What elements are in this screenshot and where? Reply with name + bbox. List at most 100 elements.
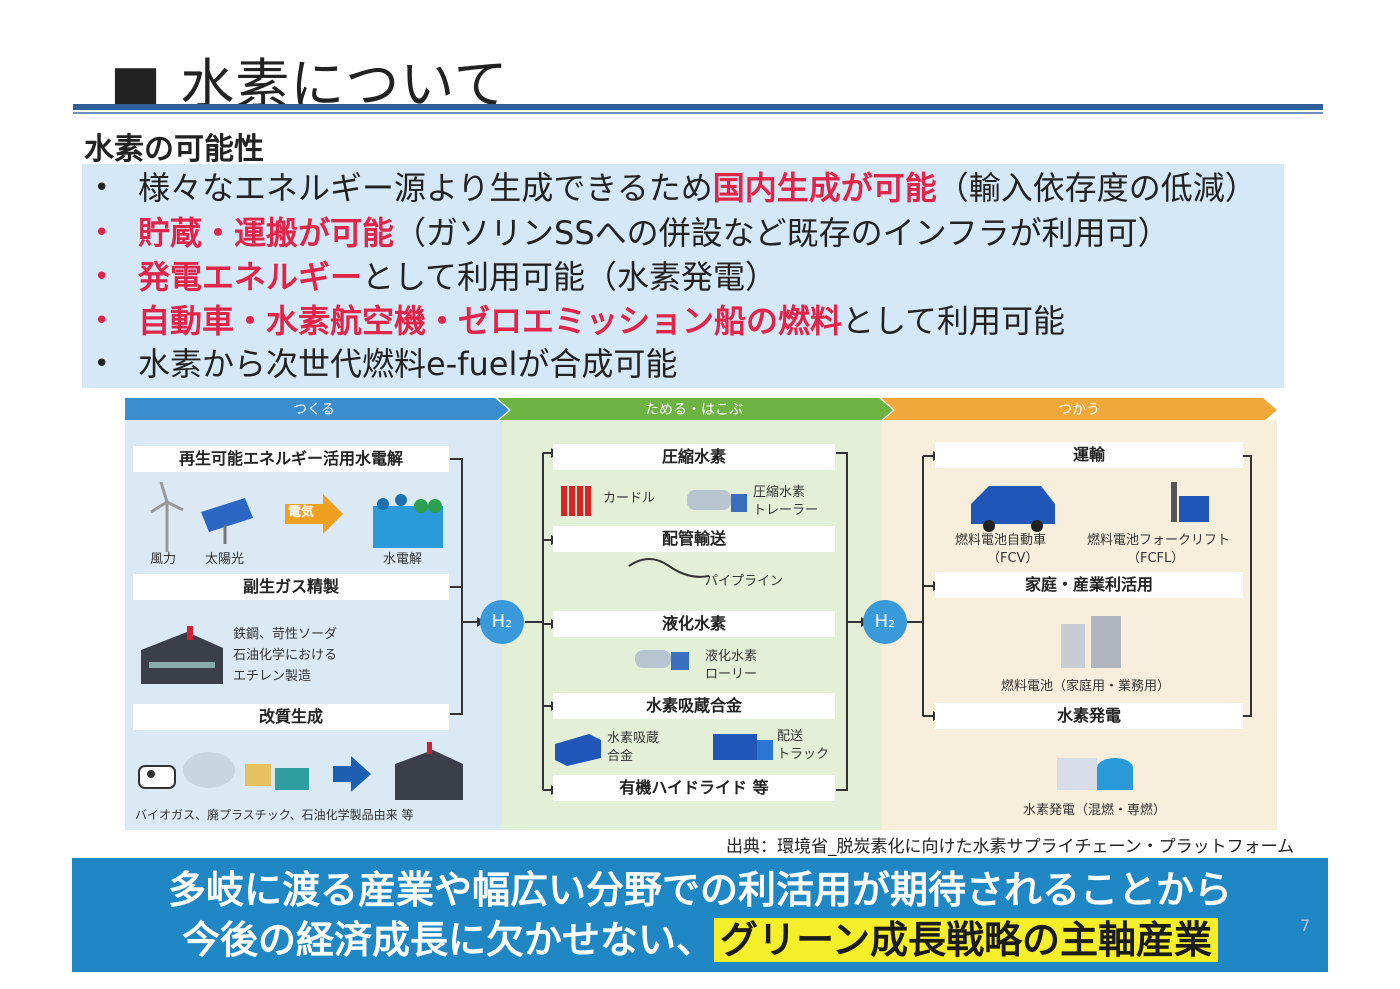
box-hydrogen-alloy: 水素吸蔵合金 xyxy=(553,693,835,719)
bullet-text: 様々なエネルギー源より生成できるため xyxy=(138,169,713,207)
bullet-mark: • xyxy=(94,173,110,203)
tanker-lorry-icon xyxy=(635,650,689,670)
bullet-highlight: 貯蔵・運搬が可能 xyxy=(138,214,395,252)
arrow-right-icon xyxy=(333,756,371,792)
label-truck-2: トラック xyxy=(777,747,830,762)
bullet-text: 水素から次世代燃料e-fuelが合成可能 xyxy=(138,345,678,383)
phase-arrow-make xyxy=(125,398,509,422)
banner-line-2: 今後の経済成長に欠かせない、グリーン成長戦略の主軸産業 xyxy=(72,916,1328,964)
label-trailer-2: トレーラー xyxy=(753,503,819,518)
electricity-arrow-icon xyxy=(285,494,343,534)
label-fuel-cell: 燃料電池（家庭用・業務用） xyxy=(1001,679,1171,694)
label-wind: 風力 xyxy=(150,552,177,567)
banner-line-1: 多岐に渡る産業や幅広い分野での利活用が期待されることから xyxy=(167,868,1232,912)
box-transport: 運輸 xyxy=(935,442,1243,468)
truck-icon xyxy=(275,768,309,790)
box-compressed-hydrogen: 圧縮水素 xyxy=(553,444,835,470)
h2-badge-make: H₂ xyxy=(480,600,524,644)
label-lorry-2: ローリー xyxy=(705,667,758,682)
bullet-highlight: 発電エネルギー xyxy=(138,258,363,296)
alloy-illustration xyxy=(555,734,773,766)
bullet-text: として利用可能 xyxy=(842,302,1066,340)
box-pipeline-transport: 配管輸送 xyxy=(553,526,835,552)
bullet-mark: • xyxy=(94,349,110,379)
phase-label-use: つかう xyxy=(1058,402,1100,418)
conclusion-banner: 多岐に渡る産業や幅広い分野での利活用が期待されることから 今後の経済成長に欠かせ… xyxy=(72,858,1328,972)
box-organic-hydride: 有機ハイドライド 等 xyxy=(553,775,835,801)
factory-icon xyxy=(141,626,223,684)
box-renewable-electrolysis: 再生可能エネルギー活用水電解 xyxy=(133,446,449,472)
section-heading: 水素の可能性 xyxy=(84,132,264,167)
box-liquefied-hydrogen: 液化水素 xyxy=(553,611,835,637)
power-plant-icon xyxy=(1057,758,1133,790)
source-citation: 出典：環境省_脱炭素化に向けた水素サプライチェーン・プラットフォーム xyxy=(726,837,1295,857)
byproduct-desc-3: エチレン製造 xyxy=(233,669,312,684)
box-hydrogen-power: 水素発電 xyxy=(935,703,1243,729)
refinery-icon xyxy=(395,742,463,800)
byproduct-desc-2: 石油化学における xyxy=(233,648,338,663)
cylinder-bundle-icon xyxy=(561,486,591,516)
byproduct-desc-1: 鉄鋼、苛性ソーダ xyxy=(233,627,338,642)
label-pipeline: パイプライン xyxy=(705,574,784,589)
bullet-text: （輸入依存度の低減） xyxy=(936,169,1257,207)
bullet-highlight: 国内生成が可能 xyxy=(712,169,937,207)
label-electrolysis: 水電解 xyxy=(383,552,423,567)
cow-icon xyxy=(138,765,176,789)
box-byproduct-gas: 副生ガス精製 xyxy=(133,574,449,600)
label-trailer-1: 圧縮水素 xyxy=(753,485,806,500)
bullet-mark: • xyxy=(94,262,110,292)
label-alloy-1: 水素吸蔵 xyxy=(607,731,660,746)
title-rule-thin xyxy=(73,112,1323,114)
page-number: 7 xyxy=(1300,916,1311,935)
bullet-item: • 発電エネルギーとして利用可能（水素発電） xyxy=(82,255,1284,299)
label-cardle: カードル xyxy=(603,491,656,506)
reforming-desc: バイオガス、廃プラスチック、石油化学製品由来 等 xyxy=(135,808,414,822)
label-truck-1: 配送 xyxy=(777,729,804,744)
label-solar: 太陽光 xyxy=(205,552,245,567)
banner-highlight: グリーン成長戦略の主軸産業 xyxy=(713,918,1219,962)
fuel-cell-car-icon xyxy=(971,486,1055,532)
reforming-illustration xyxy=(138,742,463,800)
label-fcv-2: （FCV） xyxy=(987,551,1039,566)
bullet-panel: • 様々なエネルギー源より生成できるため国内生成が可能（輸入依存度の低減） • … xyxy=(82,164,1284,388)
tube-trailer-icon xyxy=(687,490,747,512)
phase-arrows xyxy=(125,398,1277,422)
alloy-block-icon xyxy=(555,734,601,766)
label-fcv-1: 燃料電池自動車 xyxy=(955,533,1047,548)
label-fcfl-2: （FCFL） xyxy=(1127,551,1185,566)
banner-line-2-text: 今後の経済成長に欠かせない、 xyxy=(181,918,714,962)
hydrogen-supply-chain-diagram: つくる ためる・はこぶ つかう xyxy=(125,398,1277,830)
label-alloy-2: 合金 xyxy=(607,749,634,764)
wind-turbine-icon xyxy=(150,482,184,552)
phase-arrow-store xyxy=(497,398,893,422)
use-vehicles-illustration xyxy=(971,482,1209,532)
bullet-mark: • xyxy=(94,218,110,248)
phase-label-make: つくる xyxy=(293,402,335,418)
bullet-highlight: 自動車・水素航空機・ゼロエミッション船の燃料 xyxy=(138,302,843,340)
bullet-item: • 貯蔵・運搬が可能（ガソリンSSへの併設など既存のインフラが利用可） xyxy=(82,211,1284,255)
bullet-text: として利用可能（水素発電） xyxy=(362,258,778,296)
gas-tank-icon xyxy=(183,752,235,788)
bullet-item: • 水素から次世代燃料e-fuelが合成可能 xyxy=(82,342,1284,386)
label-fcfl-1: 燃料電池フォークリフト xyxy=(1087,533,1231,548)
bullet-mark: • xyxy=(94,306,110,336)
label-power-desc: 水素発電（混燃・専燃） xyxy=(1023,803,1167,818)
plastic-waste-icon xyxy=(245,764,271,786)
bullet-item: • 自動車・水素航空機・ゼロエミッション船の燃料として利用可能 xyxy=(82,299,1284,343)
label-lorry-1: 液化水素 xyxy=(705,649,758,664)
electrolysis-icon xyxy=(373,494,443,548)
forklift-icon xyxy=(1171,482,1209,522)
renewable-illustration xyxy=(150,482,443,552)
phase-arrow-use xyxy=(881,398,1277,422)
compressed-illustration xyxy=(561,486,747,516)
h2-badge-use: H₂ xyxy=(863,600,907,644)
title-rule xyxy=(73,104,1323,110)
delivery-truck-icon xyxy=(713,734,773,760)
solar-panel-icon xyxy=(201,498,253,544)
box-home-industry: 家庭・産業利活用 xyxy=(935,572,1243,598)
bullet-text: （ガソリンSSへの併設など既存のインフラが利用可） xyxy=(394,214,1170,252)
box-reforming: 改質生成 xyxy=(133,704,449,730)
fuel-cell-unit-icon xyxy=(1061,616,1121,668)
phase-label-store: ためる・はこぶ xyxy=(645,402,743,418)
label-electricity: 電気 xyxy=(288,505,315,520)
